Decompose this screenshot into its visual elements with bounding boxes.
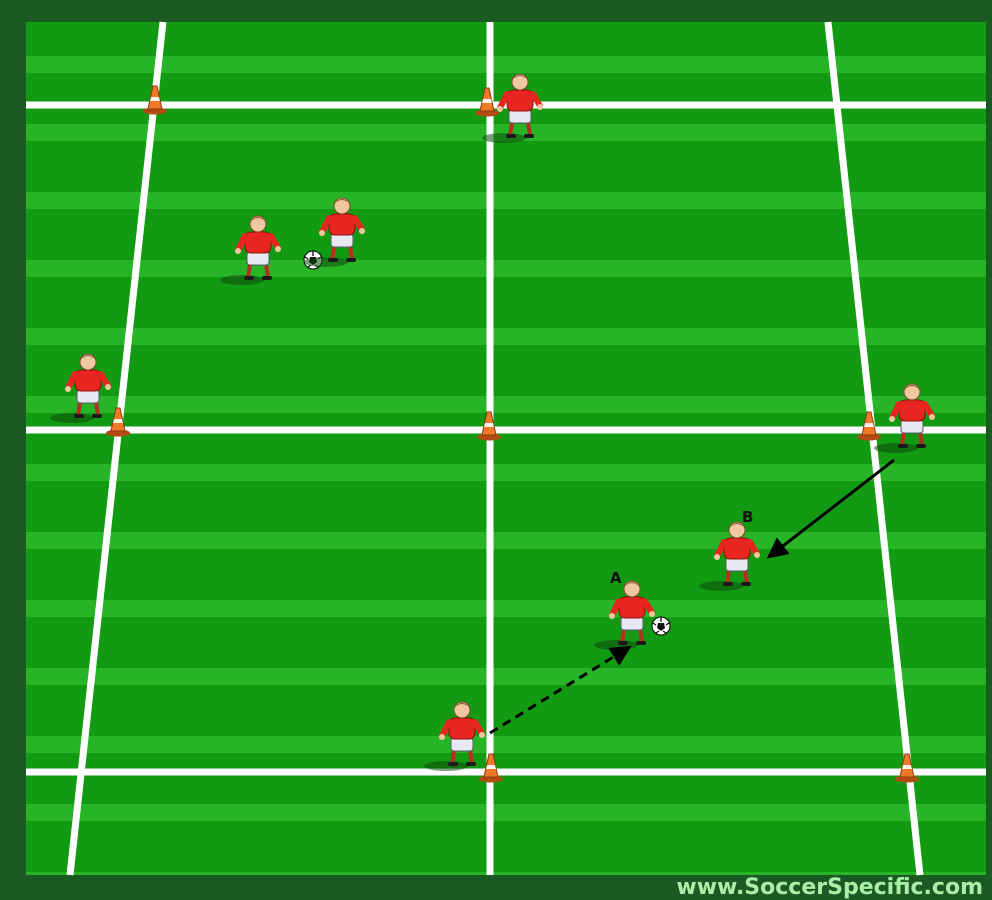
grass-stripe: [26, 600, 986, 617]
grass-stripe: [26, 396, 986, 413]
grass-stripe: [26, 668, 986, 685]
grass-stripe: [26, 532, 986, 549]
grass-stripe: [26, 56, 986, 73]
grass-stripe: [26, 804, 986, 821]
soccer-ball: [652, 617, 670, 635]
grass-stripe: [26, 260, 986, 277]
grass-stripe: [26, 464, 986, 481]
player-b-label: B: [742, 508, 753, 526]
grass-stripe: [26, 192, 986, 209]
player-a-label: A: [610, 569, 622, 587]
grass-stripe: [26, 736, 986, 753]
grass-stripe: [26, 328, 986, 345]
watermark: www.SoccerSpecific.com: [676, 875, 983, 900]
